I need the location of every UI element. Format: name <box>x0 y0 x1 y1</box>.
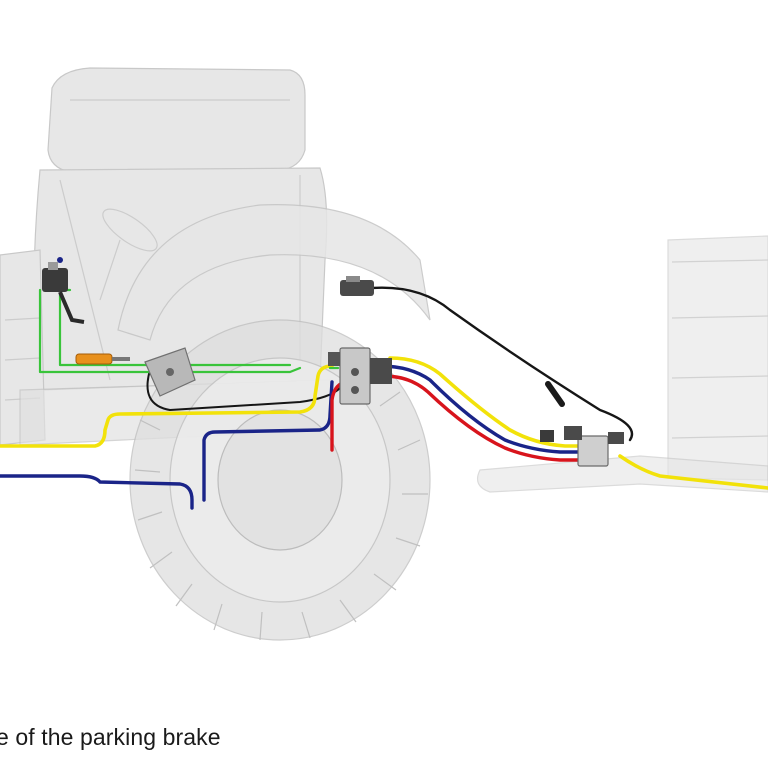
trailer-silhouette <box>477 235 768 493</box>
black-cable <box>370 286 634 442</box>
linkage-plate <box>144 347 196 397</box>
rear-valve <box>340 276 374 296</box>
trailer-coupling-valve <box>540 381 624 467</box>
brake-cylinder <box>75 353 130 365</box>
diagram-caption: e of the parking brake <box>0 724 221 750</box>
yellow-line <box>0 356 768 490</box>
hand-brake-lever <box>42 257 85 324</box>
blue-line <box>0 364 580 510</box>
central-valve-block <box>328 347 392 405</box>
